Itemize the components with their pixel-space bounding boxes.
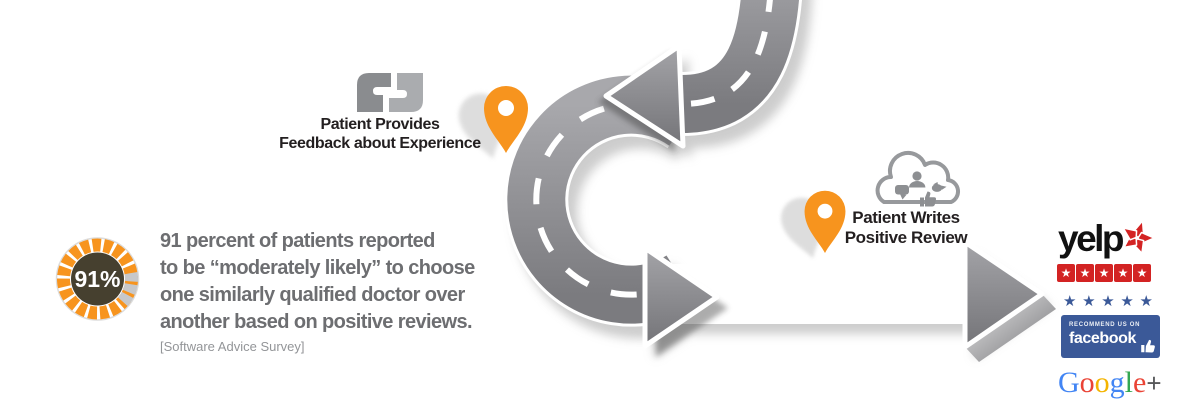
- google-letter: G: [1058, 366, 1080, 399]
- yelp-star-rating: ★ ★ ★ ★ ★: [1057, 264, 1151, 282]
- star-icon: ★: [1076, 264, 1094, 282]
- road-dashes: [677, 0, 773, 108]
- donut-ring-remainder: [117, 271, 138, 307]
- stat-line: one similarly qualified doctor over: [160, 284, 465, 306]
- facebook-tagline: RECOMMEND US ON: [1069, 322, 1141, 328]
- google-letter: o: [1094, 366, 1110, 399]
- right-arrowhead-icon: [962, 239, 1045, 350]
- person-icon: [909, 180, 926, 188]
- yelp-burst-icon: [1122, 220, 1155, 254]
- star-icon: ★: [1101, 293, 1115, 310]
- map-pin-review-icon: [781, 190, 846, 259]
- speech-bubble-icon: [895, 185, 909, 195]
- google-letter: o: [1079, 366, 1095, 399]
- star-icon: ★: [1120, 293, 1134, 310]
- bird-icon: [931, 184, 943, 192]
- step-feedback-label: Patient Provides Feedback about Experien…: [258, 116, 502, 153]
- star-icon: ★: [1095, 264, 1113, 282]
- road-dashes: [533, 101, 688, 298]
- stat-line: to be “moderately likely” to choose: [160, 257, 475, 279]
- stat-line: 91 percent of patients reported: [160, 230, 435, 252]
- bird-icon: [941, 185, 947, 190]
- step-feedback-line2: Feedback about Experience: [279, 134, 481, 152]
- google-letter: g: [1109, 366, 1125, 399]
- arrow-bevel: [965, 294, 1056, 362]
- stat-source: [Software Advice Survey]: [160, 339, 305, 354]
- map-pin-feedback-icon: [458, 86, 528, 159]
- loop-arrowhead-icon: [642, 245, 720, 349]
- left-arrowhead-icon: [603, 43, 686, 149]
- yelp-logo: yelp: [1056, 218, 1162, 262]
- star-icon: ★: [1114, 264, 1132, 282]
- google-plus-sign: +: [1146, 368, 1162, 398]
- facebook-star-rating: ★ ★ ★ ★ ★: [1063, 293, 1153, 311]
- thumbs-up-icon: [1141, 339, 1155, 353]
- step-review-line2: Positive Review: [844, 228, 968, 247]
- social-cloud-icon: [875, 151, 961, 207]
- speech-bubble-icon: [900, 194, 907, 200]
- bird-icon: [933, 182, 938, 185]
- google-plus-logo: Google+: [1058, 366, 1162, 400]
- thumbs-up-icon: [920, 197, 924, 207]
- star-icon: ★: [1139, 293, 1153, 310]
- google-letter: e: [1133, 366, 1147, 399]
- person-icon: [912, 171, 922, 181]
- star-icon: ★: [1082, 293, 1096, 310]
- yelp-wordmark: yelp: [1058, 218, 1125, 259]
- percent-label: 91%: [74, 266, 120, 292]
- donut-center: [71, 252, 124, 306]
- step-review-line1: Patient Writes: [852, 208, 960, 227]
- percent-donut: 91%: [55, 237, 140, 321]
- practice-logo: [357, 73, 423, 112]
- step-review-label: Patient Writes Positive Review: [826, 208, 986, 248]
- step-feedback-line1: Patient Provides: [320, 116, 440, 133]
- star-icon: ★: [1133, 264, 1151, 282]
- road-hook: [598, 0, 803, 152]
- thumbs-up-icon: [925, 191, 937, 207]
- star-icon: ★: [1057, 264, 1075, 282]
- stat-line: another based on positive reviews.: [160, 311, 473, 333]
- facebook-badge: RECOMMEND US ON facebook: [1061, 315, 1160, 358]
- facebook-wordmark: facebook: [1069, 330, 1137, 347]
- stat-paragraph: 91 percent of patients reported to be “m…: [160, 228, 530, 355]
- star-icon: ★: [1063, 293, 1077, 310]
- google-letter: l: [1124, 366, 1134, 399]
